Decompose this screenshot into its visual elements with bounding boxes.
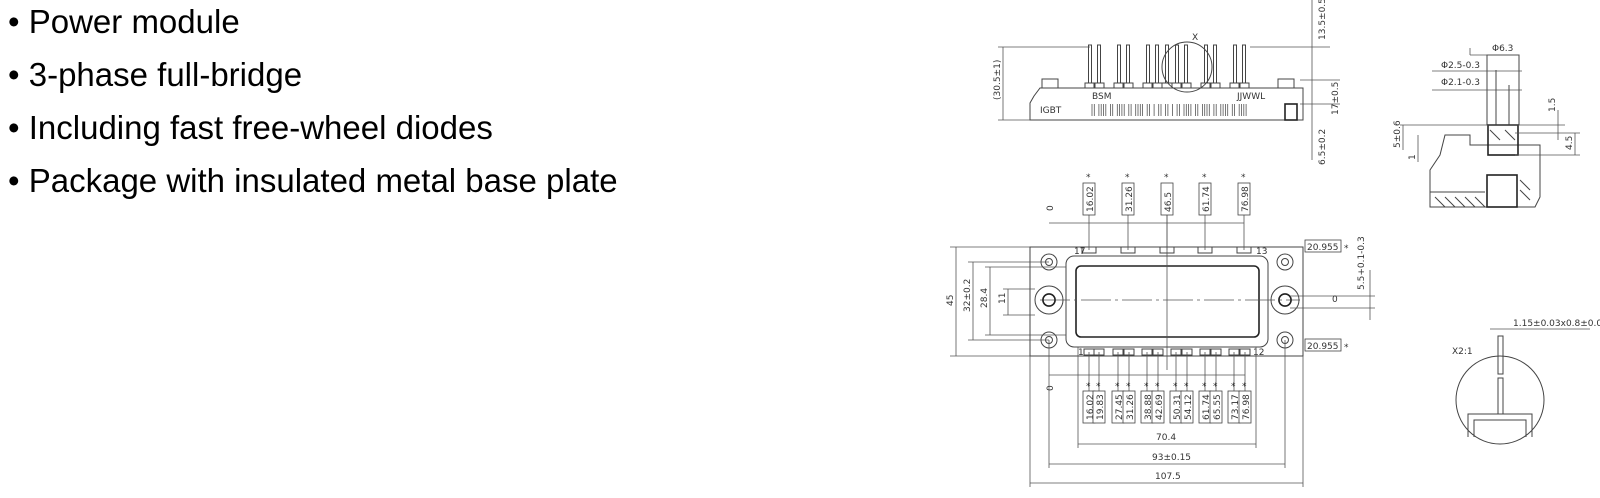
star-mark: *: [1184, 382, 1189, 392]
bottom-pin-position: 31.26: [1126, 394, 1136, 420]
bsm-label: BSM: [1092, 92, 1112, 102]
pin-12-label: 12: [1253, 348, 1264, 358]
bottom-pin-position: 76.98: [1242, 394, 1252, 420]
detail-title: X2:1: [1452, 347, 1473, 357]
pin: [1242, 44, 1246, 84]
dim-5: 5±0.6: [1393, 120, 1403, 148]
pin: [1213, 44, 1217, 84]
pin: [1097, 44, 1101, 84]
top-pin-position: 76.98: [1241, 186, 1251, 212]
right-top-dim: 20.955: [1307, 243, 1339, 253]
star-mark: *: [1202, 173, 1207, 183]
star-mark: *: [1125, 173, 1130, 183]
star-mark: *: [1115, 382, 1120, 392]
star-mark: *: [1241, 173, 1246, 183]
detail-x: X2:1 1.15±0.03x0.8±0.03: [1452, 319, 1600, 445]
mounting-hole: [1270, 285, 1300, 315]
dia-6-3: Φ6.3: [1492, 44, 1513, 54]
bottom-pin-position: 50.31: [1173, 394, 1183, 420]
dim-4-5: 4.5: [1565, 136, 1575, 150]
star-mark: *: [1155, 382, 1160, 392]
feature-item: Power module: [8, 0, 618, 53]
zero-bottom: 0: [1046, 385, 1056, 391]
star-mark: *: [1144, 382, 1149, 392]
star-mark: *: [1164, 173, 1169, 183]
dim-11: 11: [998, 293, 1008, 304]
top-pin-position: 46.5: [1164, 192, 1174, 212]
dim-70: 70.4: [1156, 433, 1176, 443]
dim-5-5: 5.5+0.1-0.3: [1357, 236, 1367, 290]
star-mark: *: [1213, 382, 1218, 392]
bottom-pin-position: 38.88: [1144, 394, 1154, 420]
bottom-pin-position: 27.45: [1115, 394, 1125, 420]
height-dim: (30.5±1): [993, 60, 1003, 100]
star-mark: *: [1086, 382, 1091, 392]
dim-28: 28.4: [980, 288, 990, 308]
feature-item: Including fast free-wheel diodes: [8, 106, 618, 159]
pin-17-label: 17: [1074, 247, 1085, 257]
pin: [1117, 44, 1121, 84]
zero-top: 0: [1046, 205, 1056, 211]
dia-2-1: Φ2.1-0.3: [1441, 78, 1480, 88]
date-label: JJWWL: [1236, 92, 1265, 102]
pin: [1088, 44, 1092, 84]
bottom-pin-position: 65.55: [1213, 394, 1223, 420]
pin: [1175, 44, 1179, 84]
feature-list: Power module 3-phase full-bridge Includi…: [8, 0, 618, 212]
pin-13-label: 13: [1256, 247, 1267, 257]
base-height-dim: 6.5±0.2: [1318, 129, 1328, 165]
pin: [1155, 44, 1159, 84]
bottom-pin-position: 16.02: [1086, 394, 1096, 420]
pin: [1126, 44, 1130, 84]
pin: [1184, 44, 1188, 84]
top-pin-position: 16.02: [1086, 186, 1096, 212]
pin: [1146, 44, 1150, 84]
star-mark: *: [1344, 244, 1349, 254]
star-mark: *: [1344, 343, 1349, 353]
dim-93: 93±0.15: [1152, 453, 1191, 463]
top-view: *16.02*31.26*46.5*61.74*76.98 *16.02*19.…: [946, 173, 1375, 487]
pin: [1233, 44, 1237, 84]
star-mark: *: [1173, 382, 1178, 392]
feature-item: 3-phase full-bridge: [8, 53, 618, 106]
igbt-label: IGBT: [1040, 106, 1062, 116]
star-mark: *: [1086, 173, 1091, 183]
top-pin-position: 31.26: [1125, 186, 1135, 212]
mounting-hole: [1276, 253, 1294, 271]
dim-1-5: 1.5: [1548, 98, 1558, 112]
body-height-dim: 17±0.5: [1331, 82, 1341, 115]
bottom-pin-position: 73.17: [1231, 394, 1241, 420]
dim-107: 107.5: [1155, 472, 1181, 482]
bottom-pin-position: 54.12: [1184, 394, 1194, 420]
mounting-hole: [1034, 285, 1064, 315]
star-mark: *: [1202, 382, 1207, 392]
top-pin-position: 61.74: [1202, 186, 1212, 212]
star-mark: *: [1231, 382, 1236, 392]
star-mark: *: [1126, 382, 1131, 392]
bottom-pin-position: 61.74: [1202, 394, 1212, 420]
bottom-pin-position: 19.83: [1096, 394, 1106, 420]
right-zero: 0: [1332, 295, 1338, 305]
detail-mark: X: [1192, 33, 1198, 43]
dim-45: 45: [946, 295, 956, 306]
right-bottom-dim: 20.955: [1307, 342, 1339, 352]
dim-32: 32±0.2: [963, 279, 973, 312]
mounting-section: Φ6.3 Φ2.5-0.3 Φ2.1-0.3 1.5 4.5 5±0.6 1: [1393, 44, 1580, 208]
pin-height-dim: 13.5±0.5: [1318, 0, 1328, 40]
feature-item: Package with insulated metal base plate: [8, 159, 618, 212]
dia-2-5: Φ2.5-0.3: [1441, 61, 1480, 71]
dim-1: 1: [1408, 154, 1418, 160]
pin-1-label: 1: [1078, 348, 1084, 358]
side-view: X (30.5±1) IGBT BSM JJWWL 13.5±0.5 17±0.…: [993, 0, 1341, 165]
bottom-pin-position: 42.69: [1155, 394, 1165, 420]
pin-size-dim: 1.15±0.03x0.8±0.03: [1513, 319, 1600, 329]
star-mark: *: [1096, 382, 1101, 392]
star-mark: *: [1242, 382, 1247, 392]
detail-circle: [1161, 41, 1213, 93]
